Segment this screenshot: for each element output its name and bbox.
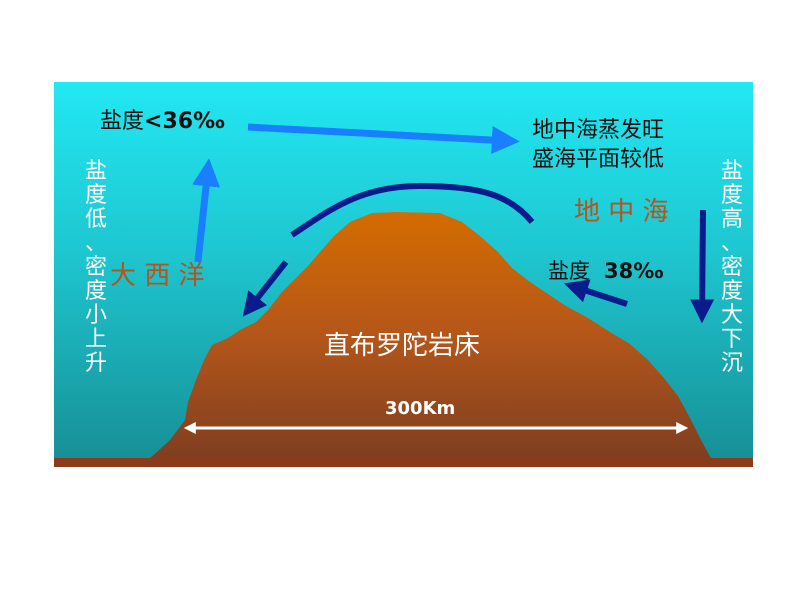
left-note-char-4: 密 (85, 255, 107, 280)
left-note-char-5: 度 (85, 279, 107, 304)
left-note-char-7: 上 (85, 327, 107, 352)
seafloor-strip (54, 458, 753, 467)
mediterranean-evaporation-line2: 盛海平面较低 (532, 147, 664, 172)
left-note-char-8: 升 (85, 351, 107, 376)
mediterranean-sinking-arrow (690, 209, 715, 324)
left-note-char-6: 小 (85, 303, 107, 328)
deep-outflow-arrow (564, 279, 628, 307)
right-note-char-4: 密 (721, 255, 743, 280)
gibraltar-bedrock-shape (148, 212, 712, 460)
right-note-char-3: 、 (721, 231, 743, 256)
left-note-char-0: 盐 (85, 159, 107, 184)
right-note-char-5: 度 (721, 279, 743, 304)
overflow-curve-arrow (290, 182, 535, 238)
mediterranean-salinity-prefix: 盐度 (548, 259, 590, 283)
right-note-char-8: 沉 (721, 351, 743, 376)
distance-label: 300Km (385, 398, 455, 419)
left-note-char-1: 度 (85, 183, 107, 208)
surface-inflow-arrow (247, 123, 520, 155)
atlantic-upwelling-arrow (192, 158, 220, 263)
right-note-char-1: 度 (721, 183, 743, 208)
bedrock-downflow-arrow (242, 260, 289, 317)
svg-text:盐度<36‰: 盐度<36‰ (100, 109, 225, 134)
right-note-char-2: 高 (721, 207, 743, 232)
mediterranean-label: 地 中 海 (574, 197, 669, 227)
atlantic-label: 大 西 洋 (110, 261, 205, 291)
bedrock-label: 直布罗陀岩床 (324, 331, 480, 361)
mediterranean-evaporation-line1: 地中海蒸发旺 (532, 118, 664, 143)
right-note-char-0: 盐 (721, 159, 743, 184)
right-note-char-6: 大 (721, 303, 743, 328)
atlantic-salinity-value: <36‰ (144, 109, 225, 134)
atlantic-salinity-prefix: 盐度 (100, 109, 144, 134)
right-note-char-7: 下 (721, 327, 743, 352)
mediterranean-salinity-value: 38‰ (604, 259, 663, 283)
left-note-char-3: 、 (85, 231, 107, 256)
left-note-char-2: 低 (85, 207, 107, 232)
